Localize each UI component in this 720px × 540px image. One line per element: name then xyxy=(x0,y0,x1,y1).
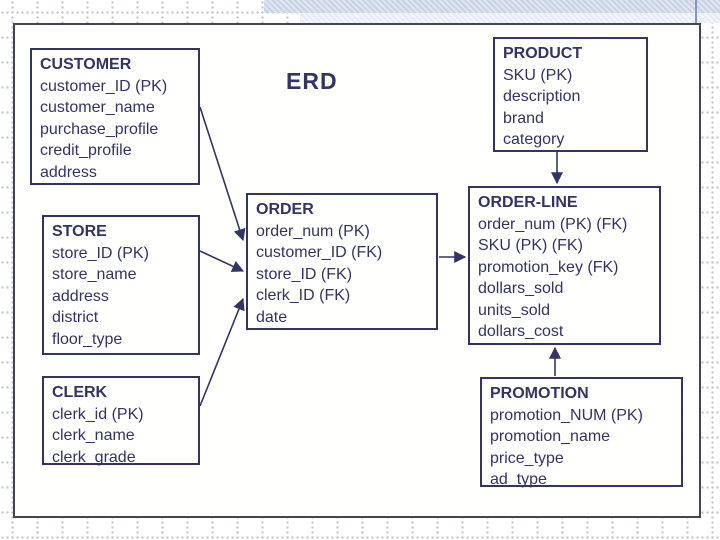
entity-attribute: brand xyxy=(503,109,544,127)
entity-attribute: clerk_id (PK) xyxy=(52,405,144,423)
entity-attribute: customer_ID (PK) xyxy=(40,77,168,95)
accent-vertical-line xyxy=(695,0,697,24)
entity-attribute: store_ID (PK) xyxy=(52,244,149,262)
entity-attribute: customer_ID (FK) xyxy=(256,244,383,261)
entity-attribute: SKU (PK) xyxy=(503,66,573,84)
entity-attribute: category xyxy=(503,131,565,148)
entity-attribute: promotion_key (FK) xyxy=(478,258,619,276)
entity-title: CUSTOMER xyxy=(40,56,132,73)
entity-attribute: dollars_cost xyxy=(478,323,564,340)
entity-attribute: address xyxy=(40,163,97,181)
entity-attribute: SKU (PK) (FK) xyxy=(478,237,583,254)
entity-order: ORDER order_num (PK) customer_ID (FK) st… xyxy=(246,193,438,330)
entity-title: STORE xyxy=(52,223,107,240)
entity-attribute: store_name xyxy=(52,266,137,283)
entity-customer: CUSTOMER customer_ID (PK) customer_name … xyxy=(30,48,200,185)
entity-promotion: PROMOTION promotion_NUM (PK) promotion_n… xyxy=(480,377,683,488)
entity-attribute: purchase_profile xyxy=(40,120,159,138)
entity-title: ORDER-LINE xyxy=(478,194,578,211)
entity-title: PROMOTION xyxy=(490,385,589,402)
entity-store: STORE store_ID (PK) store_name address d… xyxy=(42,215,200,355)
entity-attribute: district xyxy=(52,309,99,326)
diagram-title: ERD xyxy=(286,68,338,94)
entity-title: ORDER xyxy=(256,201,314,218)
entity-clerk: CLERK clerk_id (PK) clerk_name clerk_gra… xyxy=(42,376,200,466)
entity-attribute: ad_type xyxy=(490,471,547,488)
entity-attribute: clerk_grade xyxy=(52,448,136,466)
entity-attribute: order_num (PK) (FK) xyxy=(478,215,628,233)
entity-attribute: customer_name xyxy=(40,99,155,116)
entity-attribute: clerk_ID (FK) xyxy=(256,287,351,304)
entity-attribute: promotion_NUM (PK) xyxy=(490,406,643,424)
top-band-dark xyxy=(264,0,720,13)
entity-attribute: dollars_sold xyxy=(478,280,564,297)
entity-attribute: address xyxy=(52,287,109,305)
entity-title: CLERK xyxy=(52,384,108,401)
entity-product: PRODUCT SKU (PK) description brand categ… xyxy=(493,37,648,152)
entity-attribute: units_sold xyxy=(478,301,551,319)
entity-attribute: promotion_name xyxy=(490,428,611,445)
entity-attribute: order_num (PK) xyxy=(256,222,370,240)
top-band-light xyxy=(300,13,720,23)
entity-attribute: store_ID (FK) xyxy=(256,265,353,283)
entity-attribute: description xyxy=(503,88,581,105)
entity-attribute: date xyxy=(256,308,288,326)
entity-attribute: clerk_name xyxy=(52,427,135,444)
entity-attribute: floor_type xyxy=(52,330,123,348)
entity-title: PRODUCT xyxy=(503,45,583,62)
entity-attribute: credit_profile xyxy=(40,142,132,159)
entity-order-line: ORDER-LINE order_num (PK) (FK) SKU (PK) … xyxy=(468,186,661,345)
entity-attribute: price_type xyxy=(490,449,564,467)
